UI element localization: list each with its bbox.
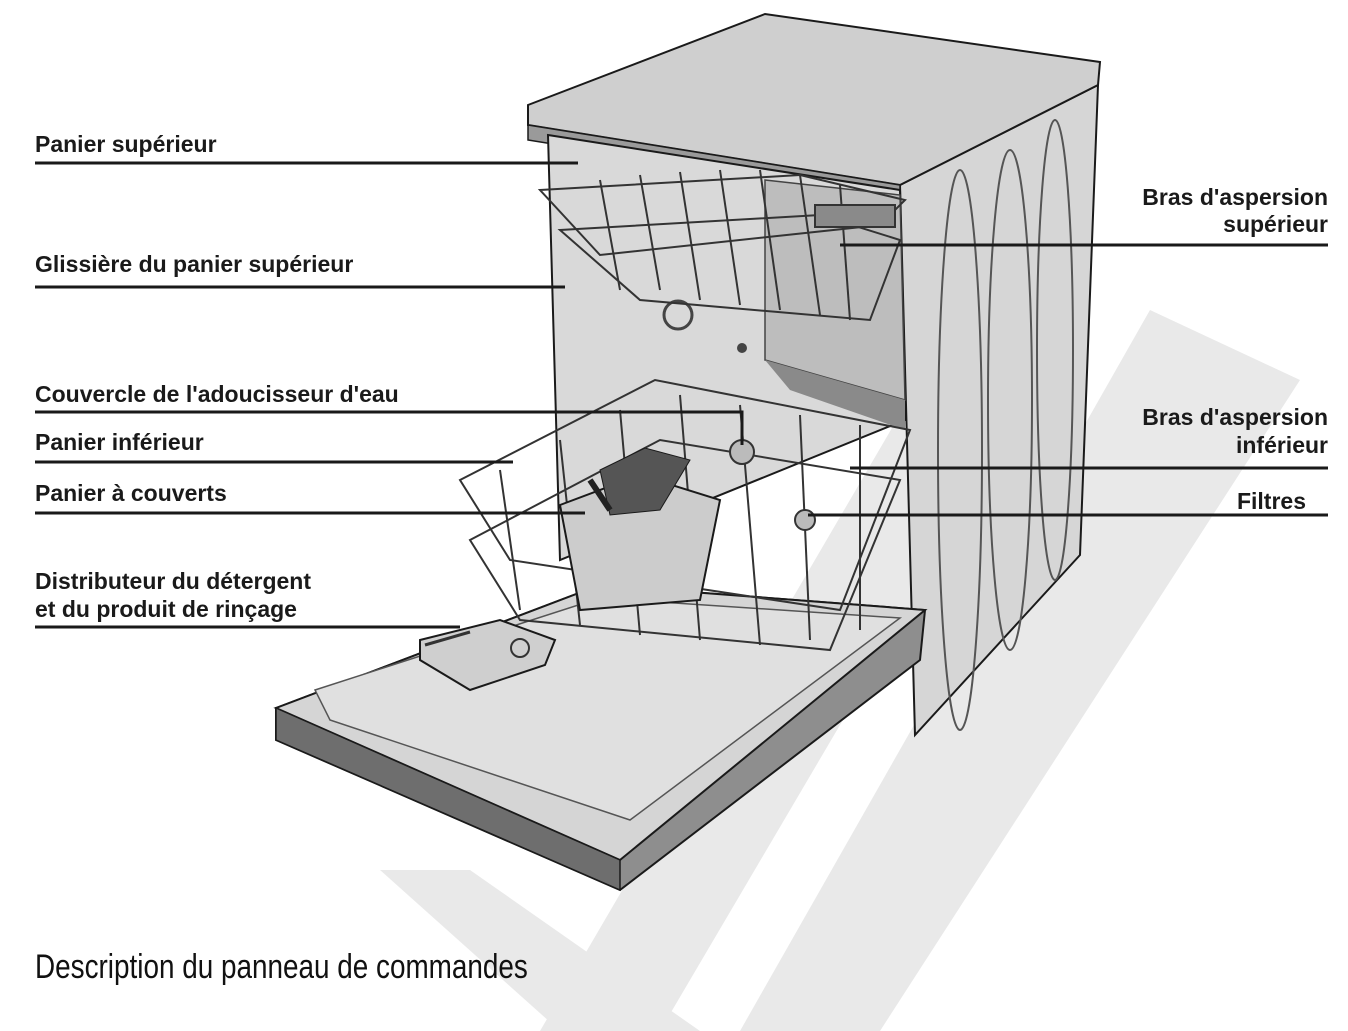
label-upper-basket: Panier supérieur bbox=[35, 131, 217, 157]
upper-basket bbox=[537, 169, 907, 322]
label-lower-spray-arm-line1: Bras d'aspersion bbox=[1142, 404, 1328, 430]
dishwasher-door bbox=[273, 583, 928, 892]
section-caption: Description du panneau de commandes bbox=[35, 948, 528, 986]
label-upper-spray-arm-line1: Bras d'aspersion bbox=[1142, 184, 1328, 210]
cutlery-basket bbox=[558, 447, 722, 612]
label-cutlery-basket: Panier à couverts bbox=[35, 480, 227, 506]
label-filters: Filtres bbox=[1236, 488, 1306, 514]
leader-water-softener-cover bbox=[35, 410, 744, 445]
label-upper-basket-rail: Glissière du panier supérieur bbox=[35, 251, 354, 277]
dishwasher-cabinet bbox=[527, 12, 1102, 738]
label-water-softener-cover: Couvercle de l'adoucisseur d'eau bbox=[35, 381, 399, 407]
label-lower-spray-arm-line2: inférieur bbox=[1235, 432, 1328, 458]
label-dispenser-line1: Distributeur du détergent bbox=[35, 568, 312, 594]
label-upper-spray-arm-line2: supérieur bbox=[1223, 211, 1328, 237]
label-dispenser-line2: et du produit de rinçage bbox=[35, 596, 297, 622]
leader-lines bbox=[35, 161, 1328, 629]
label-lower-basket: Panier inférieur bbox=[35, 429, 204, 455]
